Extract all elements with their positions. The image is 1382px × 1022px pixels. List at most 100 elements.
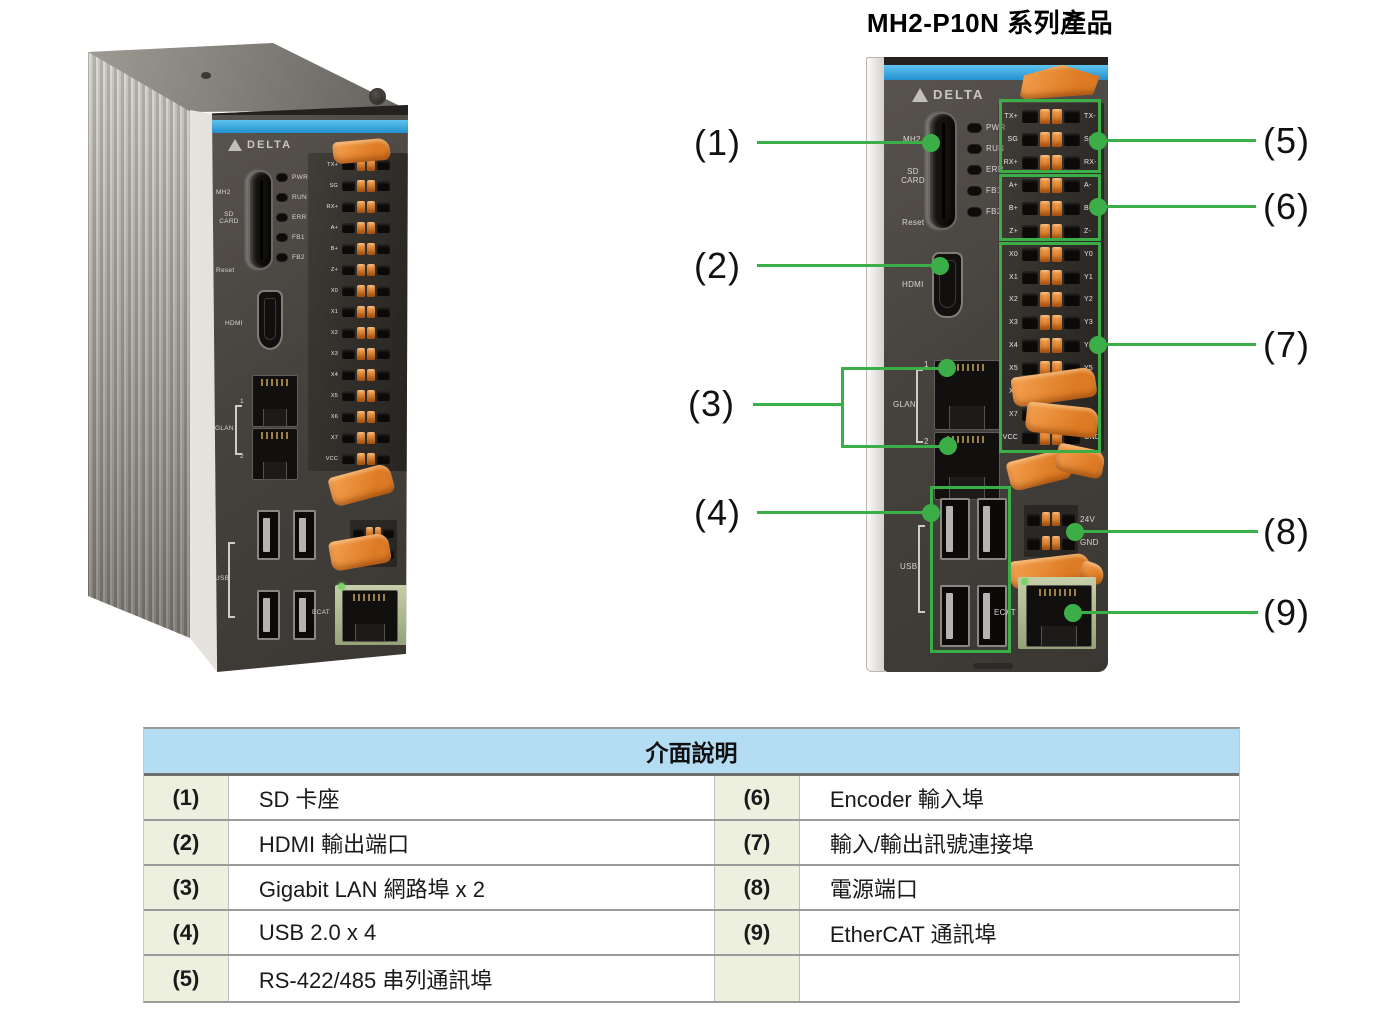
callout-9-label: (9) (1263, 592, 1310, 633)
terminal-row: B+B- (998, 197, 1104, 220)
terminal-clip (367, 201, 375, 214)
terminal-clip (367, 243, 375, 256)
led-dot (277, 213, 287, 221)
ethercat-port (342, 590, 398, 642)
lan-port-1 (934, 360, 1000, 430)
usb-port (293, 510, 316, 560)
row-desc (799, 956, 1240, 1001)
led-indicator: FB2 (277, 247, 308, 267)
terminal-label: X4 (1009, 342, 1018, 350)
led-indicator: RUN (277, 187, 308, 207)
usb-bracket (228, 542, 235, 618)
terminal-hole (377, 327, 390, 338)
terminal-label: X7 (1009, 411, 1018, 419)
row-desc: 電源端口 (799, 866, 1240, 909)
terminal-hole (377, 202, 390, 213)
terminal-label: Z+ (1009, 227, 1018, 235)
glan-port-2-label: 2 (924, 437, 929, 446)
terminal-label: Y4 (1081, 342, 1101, 349)
terminal-clip (1040, 246, 1050, 262)
heatsink-fins (88, 52, 190, 638)
terminal-clip (1052, 177, 1062, 193)
terminal-clip (1040, 338, 1050, 354)
sd-card-label: SD CARD (901, 167, 925, 186)
terminal-label: X6 (330, 413, 338, 420)
terminal-hole (342, 348, 355, 359)
terminal-label: X1 (1009, 273, 1018, 281)
glan-port-1-label: 1 (924, 360, 929, 369)
terminal-hole (377, 286, 390, 297)
sd-card-label: SD CARD (219, 211, 239, 226)
terminal-row: X3 (308, 343, 408, 364)
terminal-clip (1052, 108, 1062, 124)
usb-bracket (918, 525, 925, 613)
terminal-clip (1040, 269, 1050, 285)
row-number: (8) (714, 866, 800, 909)
io-group-box (999, 242, 1101, 453)
terminal-label: Y1 (1084, 273, 1093, 281)
ecat-label: ECAT (312, 609, 331, 616)
led-label: ERR (986, 165, 1004, 174)
blue-stripe (212, 120, 408, 133)
callout-7-label: (7) (1263, 324, 1310, 365)
front-plate-edge (190, 110, 217, 672)
terminal-clip (367, 389, 375, 402)
terminal-hole (1064, 132, 1080, 146)
terminal-label: X1 (330, 309, 338, 316)
terminal-hole (342, 160, 355, 171)
terminal-clip (357, 347, 365, 360)
power-gnd-label: GND (1080, 538, 1099, 547)
terminal-label: TX+ (1004, 112, 1018, 120)
terminal-hole (342, 202, 355, 213)
hdmi-label: HDMI (902, 280, 924, 289)
glan-label: GLAN (893, 400, 916, 409)
terminal-label: X2 (330, 329, 338, 336)
terminal-clip (357, 159, 365, 172)
led-dot (277, 193, 287, 201)
front-plate-edge (866, 57, 885, 672)
terminal-label: X2 (1009, 296, 1018, 304)
terminal-label: A- (1084, 181, 1092, 189)
delta-triangle-icon (912, 87, 928, 102)
terminal-hole (1027, 512, 1040, 526)
terminal-label: X3 (330, 350, 338, 357)
terminal-hole (342, 432, 355, 443)
terminal-label: SG (1007, 135, 1018, 143)
terminal-label: TX- (1084, 112, 1096, 120)
terminal-hole (342, 327, 355, 338)
terminal-row: SG (308, 176, 408, 197)
led-indicator: FB2 (968, 201, 1006, 222)
terminal-label: Y3 (1084, 319, 1093, 327)
terminal-hole (342, 390, 355, 401)
terminal-hole (1064, 178, 1080, 192)
terminal-hole (1022, 247, 1038, 261)
terminal-row: Z+ (308, 260, 408, 281)
sd-card-slot (928, 112, 957, 230)
terminal-label: X0 (330, 288, 338, 295)
terminal-hole (377, 181, 390, 192)
usb-port-group (257, 510, 316, 640)
usb-port (940, 585, 970, 647)
terminal-hole (353, 527, 364, 538)
led-label: PWR (986, 123, 1006, 132)
glan-label: GLAN (215, 425, 234, 432)
terminal-row: A+A- (998, 174, 1104, 197)
encoder-group-box (999, 174, 1101, 241)
interface-table: 介面說明 (1) SD 卡座 (6) Encoder 輸入埠 (2) HDMI … (143, 727, 1240, 1003)
terminal-hole (342, 369, 355, 380)
terminal-hole (342, 307, 355, 318)
terminal-label: RX- (1084, 158, 1097, 166)
terminal-clip (367, 285, 375, 298)
terminal-clip (367, 306, 375, 319)
terminal-clip (1040, 200, 1050, 216)
ethercat-port (1026, 585, 1092, 647)
terminal-hole (342, 286, 355, 297)
terminal-clip (367, 326, 375, 339)
terminal-row: RX+ (308, 197, 408, 218)
usb-port (293, 590, 316, 640)
led-dot (968, 144, 981, 153)
terminal-hole (1064, 316, 1080, 330)
terminal-clip (367, 347, 375, 360)
terminal-label: X3 (1009, 319, 1018, 327)
